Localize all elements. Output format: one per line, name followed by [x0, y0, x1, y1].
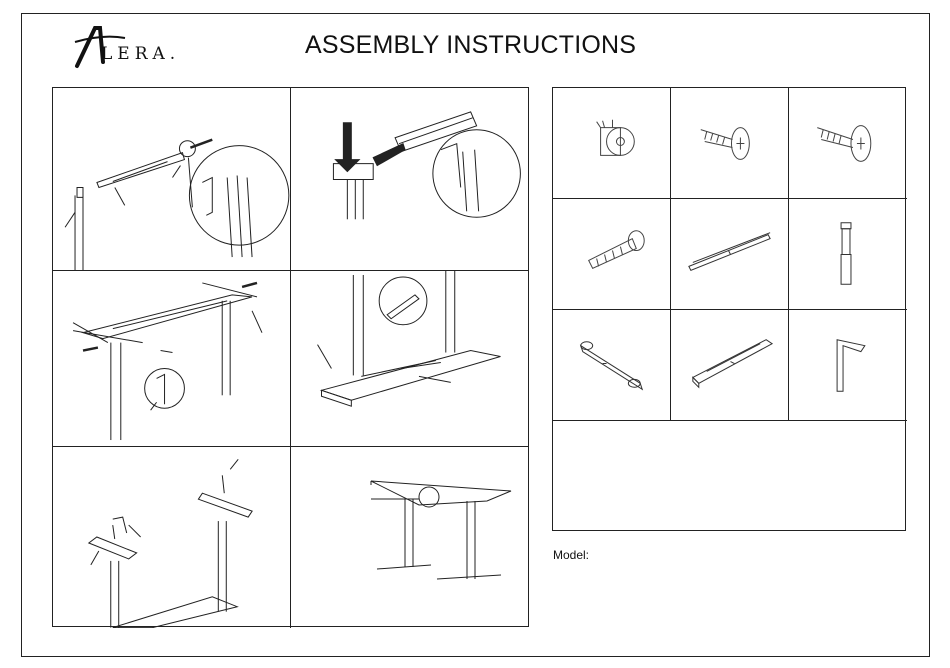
crossbar-rail-icon — [671, 199, 788, 309]
step-3-illustration — [53, 271, 290, 446]
part-b-cell — [671, 88, 789, 199]
model-label: Model: — [553, 548, 589, 562]
step-2-illustration — [291, 88, 529, 270]
part-c-cell — [789, 88, 907, 199]
step-6-illustration — [291, 447, 529, 628]
step-1-panel — [53, 88, 291, 271]
assembly-steps-grid — [52, 87, 529, 627]
part-i-cell — [789, 310, 907, 421]
part-h-cell — [671, 310, 789, 421]
logo-brand-text: LERA. — [101, 44, 180, 64]
pan-screw-icon — [789, 88, 907, 198]
t-nut-icon — [553, 88, 670, 198]
machine-bolt-icon — [553, 199, 670, 309]
page-title: ASSEMBLY INSTRUCTIONS — [305, 31, 636, 60]
leg-column-icon — [789, 199, 907, 309]
step-4-panel — [291, 271, 529, 447]
step-6-panel — [291, 447, 529, 628]
step-1-illustration — [53, 88, 290, 270]
parts-list-grid — [552, 87, 906, 531]
foot-base-icon — [553, 310, 670, 420]
part-f-cell — [789, 199, 907, 310]
top-bracket-icon — [671, 310, 788, 420]
step-4-illustration — [291, 271, 529, 446]
part-a-cell — [553, 88, 671, 199]
hex-key-icon — [789, 310, 907, 420]
wood-screw-icon — [671, 88, 788, 198]
notes-area — [553, 421, 907, 532]
step-3-panel — [53, 271, 291, 447]
part-e-cell — [671, 199, 789, 310]
step-5-illustration — [53, 447, 290, 628]
step-2-panel — [291, 88, 529, 271]
step-5-panel — [53, 447, 291, 628]
part-g-cell — [553, 310, 671, 421]
part-d-cell — [553, 199, 671, 310]
